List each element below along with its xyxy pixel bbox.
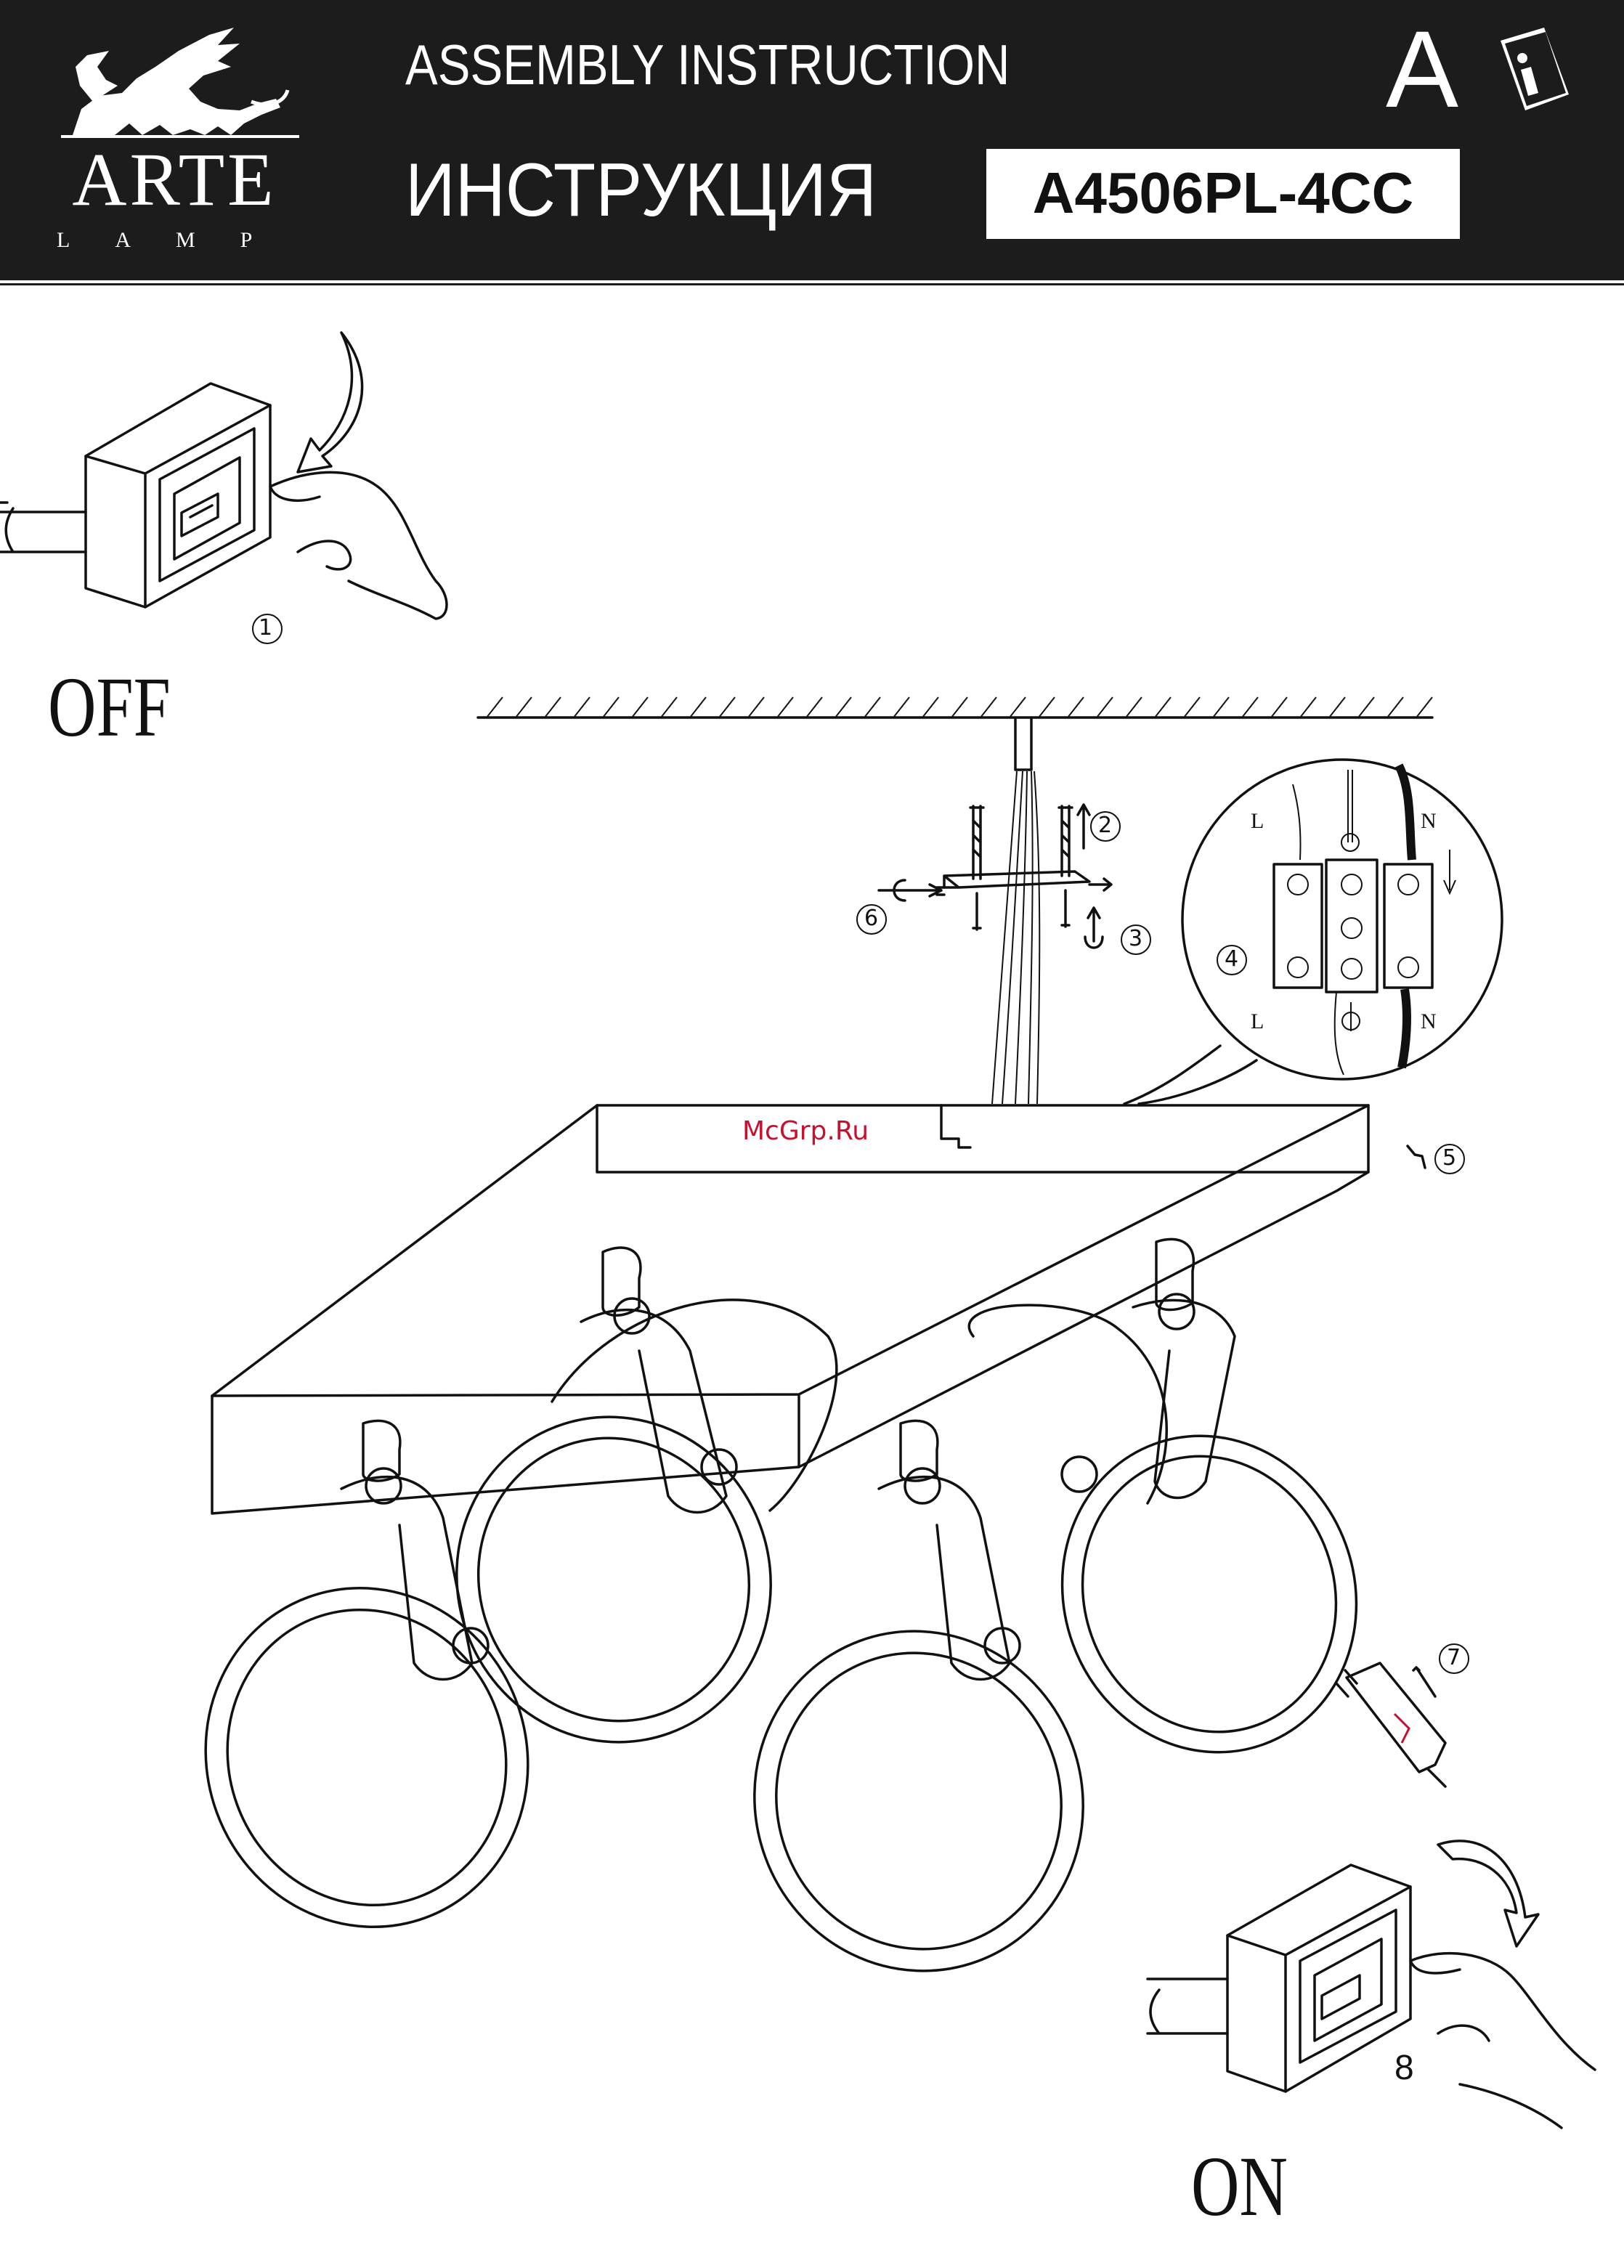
page-number: 8 (1394, 2051, 1414, 2086)
supply-cable (992, 718, 1039, 1104)
g9-bulb-icon (1336, 1663, 1445, 1787)
wire-label-neutral-top: N (1421, 810, 1437, 832)
wire-label-neutral-bottom: N (1421, 1011, 1437, 1033)
screw-arrow-icon (1408, 1146, 1425, 1168)
spotlight-heads (158, 1239, 1400, 2017)
step-1-label: 1 (259, 617, 272, 639)
terminal-block-detail-icon (1124, 760, 1502, 1104)
wall-switch-on-icon (1148, 1841, 1595, 2128)
step-5-label: 5 (1442, 1147, 1456, 1169)
wall-switch-off-icon (0, 333, 447, 619)
switch-off-label: OFF (48, 664, 171, 750)
step-2-label: 2 (1098, 815, 1112, 837)
watermark: McGrp.Ru (742, 1118, 869, 1145)
step-3-label: 3 (1129, 928, 1142, 950)
mounting-bracket-icon (879, 805, 1111, 948)
step-4-label: 4 (1225, 948, 1238, 970)
wire-label-live-bottom: L (1251, 1011, 1264, 1033)
wire-label-live-top: L (1251, 810, 1264, 832)
step-7-label: 7 (1447, 1647, 1461, 1669)
ceiling-line (478, 697, 1432, 718)
switch-on-label: ON (1191, 2144, 1288, 2230)
step-6-label: 6 (864, 908, 878, 930)
